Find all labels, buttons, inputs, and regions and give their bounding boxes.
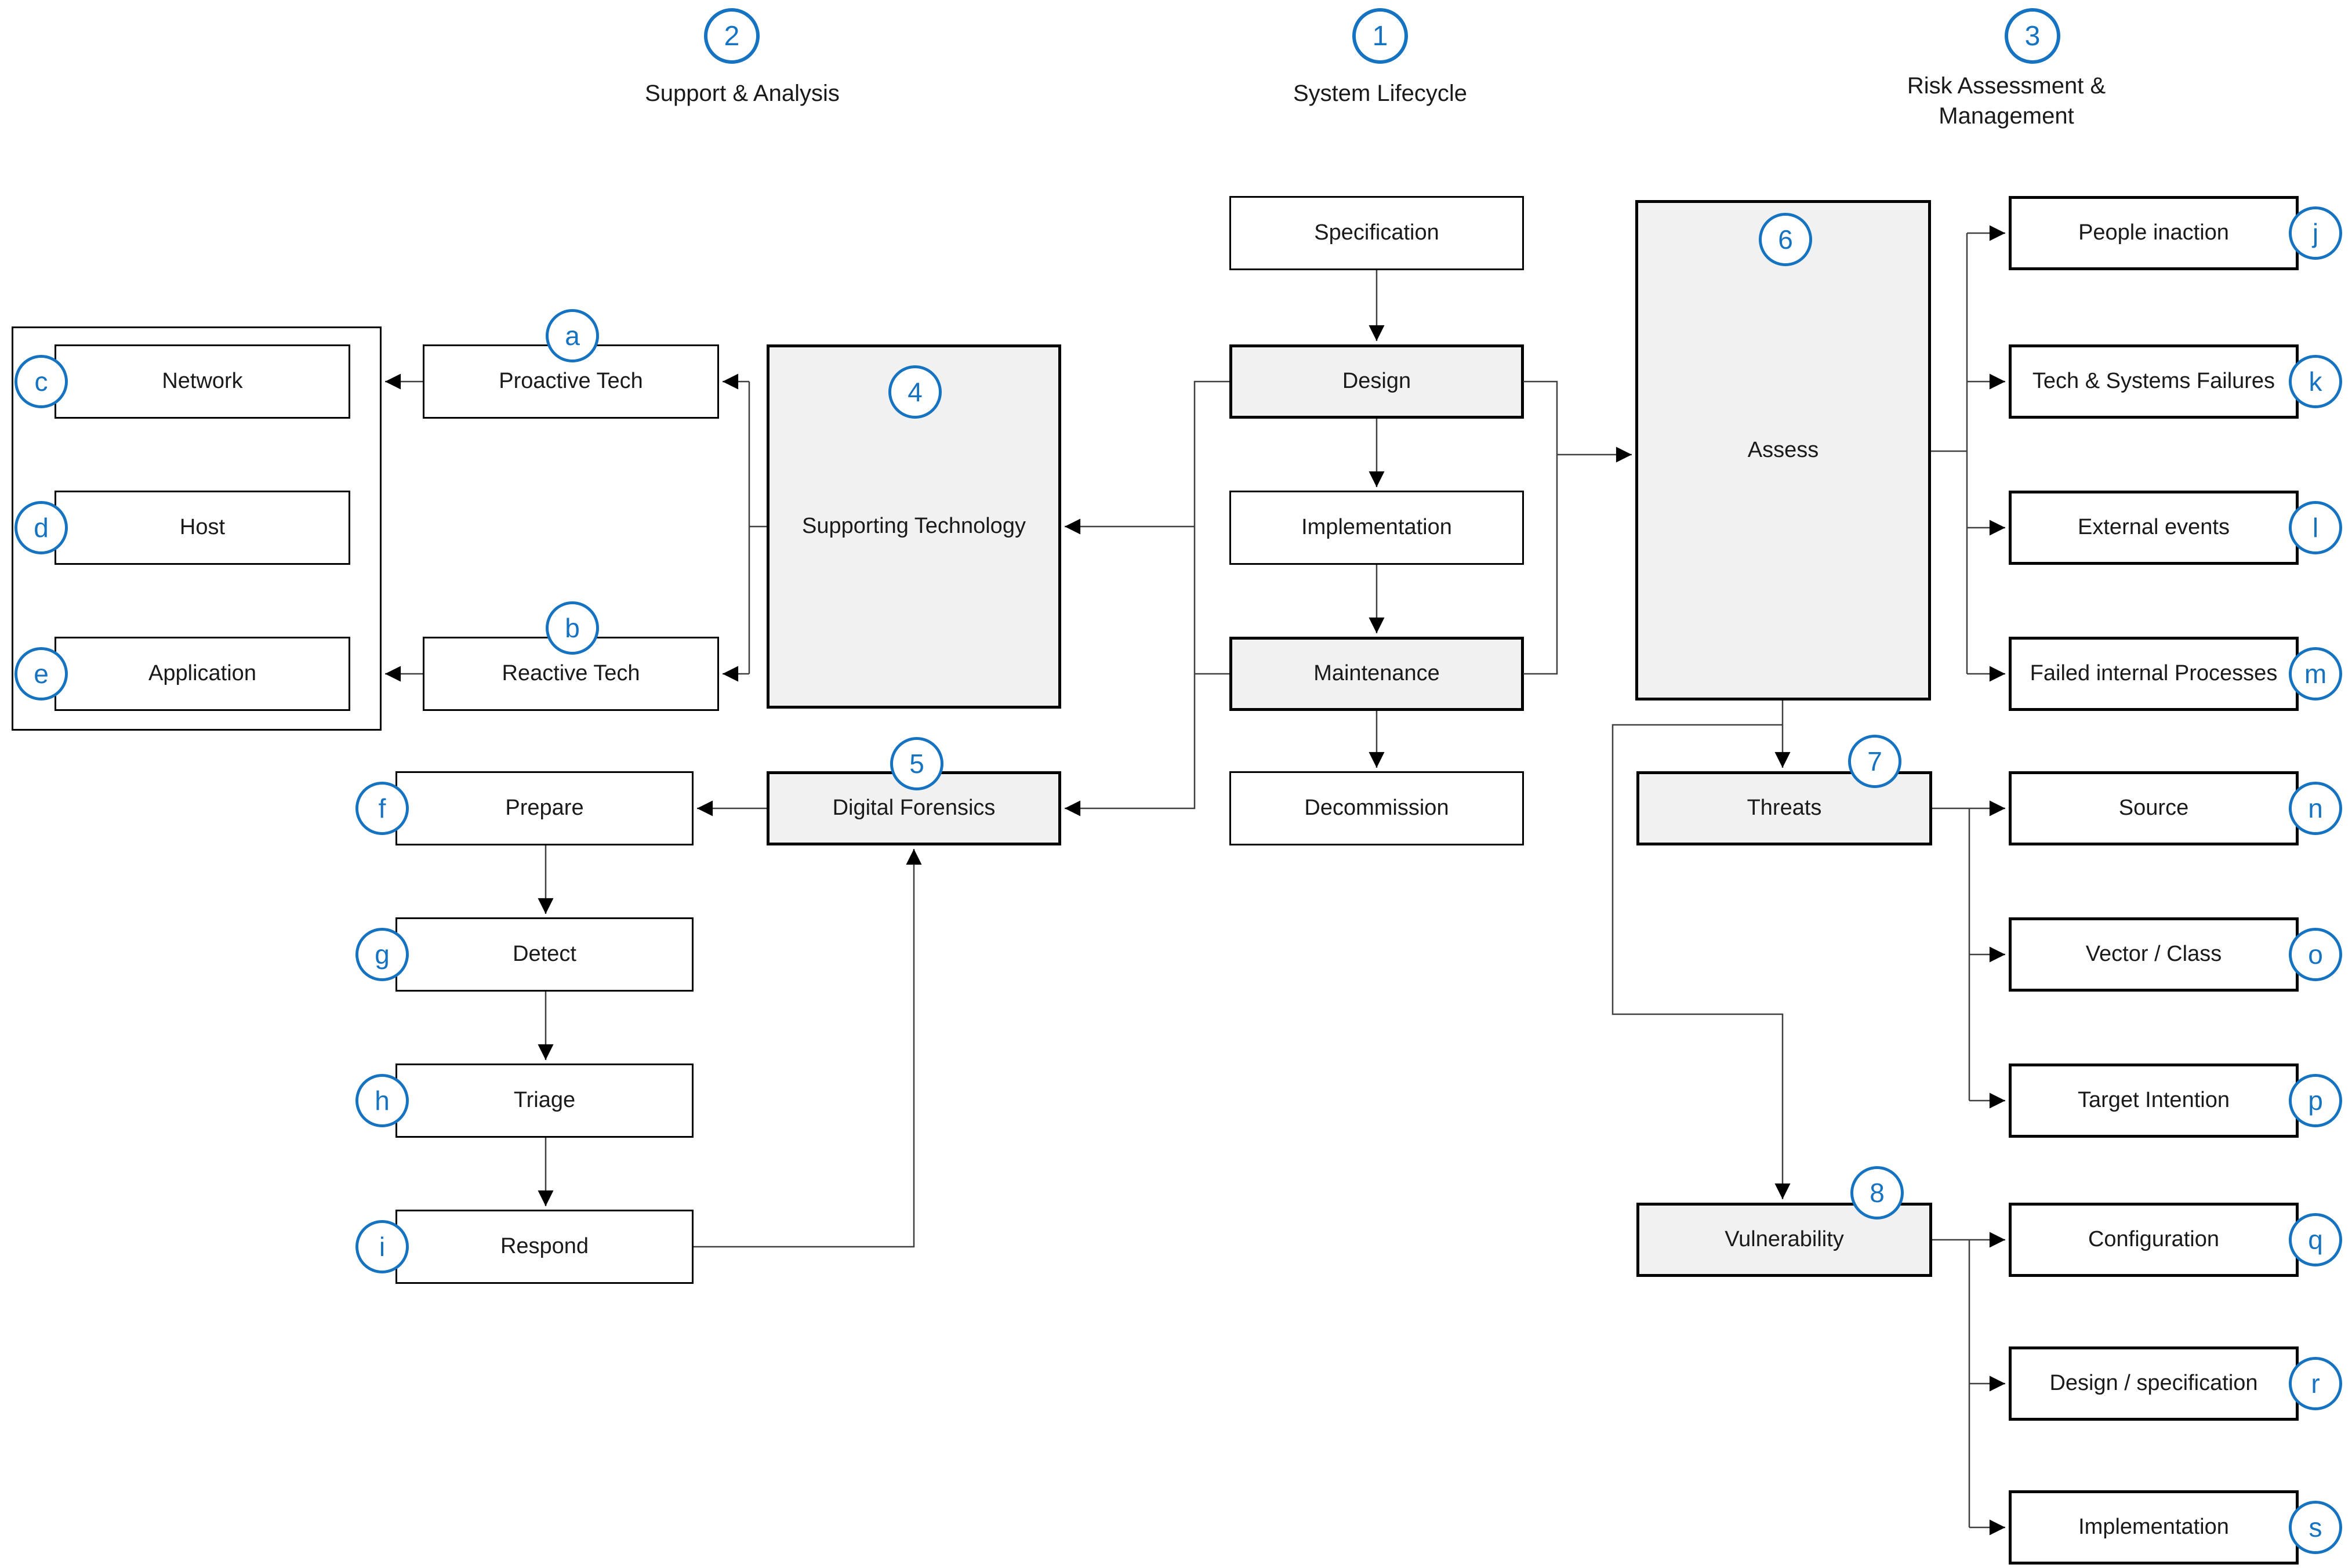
badge-8: 8	[1850, 1166, 1904, 1219]
node-digital-forensics: Digital Forensics 5	[767, 737, 1061, 845]
badge-i: i	[355, 1220, 409, 1273]
node-target-intention: Target Intention p	[2009, 1064, 2342, 1138]
node-label: Detect	[513, 942, 576, 967]
numbered-circle-1: 1	[1352, 8, 1408, 64]
node-label: Source	[2118, 796, 2189, 821]
node-label: External events	[2078, 515, 2230, 540]
node-respond: Respond i	[355, 1210, 694, 1284]
node-label: Respond	[500, 1234, 589, 1259]
badge-4: 4	[888, 365, 942, 419]
node-label: Prepare	[505, 796, 584, 821]
badge-r: r	[2289, 1357, 2342, 1410]
badge-f: f	[355, 782, 409, 835]
node-label: Application	[148, 661, 256, 686]
node-label: Maintenance	[1313, 661, 1440, 686]
node-label: Threats	[1747, 796, 1822, 821]
badge-7: 7	[1848, 735, 1901, 788]
badge-g: g	[355, 928, 409, 981]
node-label: Failed internal Processes	[2030, 661, 2278, 686]
node-vulnerability: Vulnerability 8	[1636, 1166, 1932, 1277]
node-label: Assess	[1747, 437, 1819, 462]
node-label: People inaction	[2078, 220, 2229, 245]
node-decommission: Decommission	[1229, 771, 1524, 845]
badge-s: s	[2289, 1501, 2342, 1554]
badge-n: n	[2289, 782, 2342, 835]
node-people-inaction: People inaction j	[2009, 196, 2342, 270]
badge-l: l	[2289, 501, 2342, 554]
node-design: Design	[1229, 344, 1524, 419]
badge-o: o	[2289, 928, 2342, 981]
node-threats: Threats 7	[1636, 735, 1932, 845]
node-label: Specification	[1314, 220, 1439, 245]
node-supporting-technology: Supporting Technology 4	[767, 344, 1061, 709]
badge-a: a	[546, 309, 599, 362]
header-label: System Lifecycle	[1293, 81, 1468, 106]
node-label: Triage	[513, 1088, 576, 1113]
circle-number: 1	[1372, 20, 1388, 52]
node-detect: Detect g	[355, 917, 694, 992]
badge-6: 6	[1759, 213, 1812, 266]
node-label: Implementation	[2078, 1515, 2229, 1540]
node-label: Network	[162, 369, 243, 394]
badge-p: p	[2289, 1074, 2342, 1127]
node-label: Design	[1342, 369, 1411, 394]
node-network: Network c	[14, 344, 350, 419]
numbered-circle-2: 2	[704, 8, 760, 64]
node-tech-systems-failures: Tech & Systems Failures k	[2009, 344, 2342, 419]
badge-d: d	[14, 501, 68, 554]
badge-j: j	[2289, 206, 2342, 260]
node-label: Implementation	[1301, 515, 1452, 540]
node-label: Reactive Tech	[502, 661, 640, 686]
node-label: Decommission	[1304, 796, 1449, 821]
node-assess: Assess 6	[1635, 200, 1931, 700]
node-failed-internal-processes: Failed internal Processes m	[2009, 637, 2342, 711]
node-external-events: External events l	[2009, 491, 2342, 565]
circle-number: 2	[724, 20, 740, 52]
node-label: Proactive Tech	[499, 369, 643, 394]
node-label: Host	[179, 515, 226, 540]
badge-q: q	[2289, 1213, 2342, 1266]
node-specification: Specification	[1229, 196, 1524, 270]
node-label: Vulnerability	[1725, 1227, 1844, 1252]
node-label: Tech & Systems Failures	[2032, 369, 2275, 394]
node-label: Vector / Class	[2085, 942, 2222, 967]
node-source: Source n	[2009, 771, 2342, 845]
badge-c: c	[14, 355, 68, 408]
node-label: Supporting Technology	[802, 514, 1026, 539]
node-configuration: Configuration q	[2009, 1203, 2342, 1277]
badge-5: 5	[890, 737, 943, 790]
node-application: Application e	[14, 637, 350, 711]
circle-number: 3	[2024, 20, 2041, 52]
node-maintenance: Maintenance	[1229, 637, 1524, 711]
badge-k: k	[2289, 355, 2342, 408]
node-prepare: Prepare f	[355, 771, 694, 845]
node-host: Host d	[14, 491, 350, 565]
header-label: Risk Assessment & Management	[1907, 73, 2106, 129]
numbered-circle-3: 3	[2005, 8, 2060, 64]
badge-m: m	[2289, 647, 2342, 700]
badge-h: h	[355, 1074, 409, 1127]
node-implementation-vulnerability: Implementation s	[2009, 1490, 2342, 1565]
node-label: Design / specification	[2049, 1371, 2258, 1396]
node-implementation: Implementation	[1229, 491, 1524, 565]
node-triage: Triage h	[355, 1064, 694, 1138]
node-label: Configuration	[2088, 1227, 2220, 1252]
node-vector-class: Vector / Class o	[2009, 917, 2342, 992]
header-label: Support & Analysis	[645, 81, 840, 106]
badge-e: e	[14, 647, 68, 700]
node-label: Target Intention	[2078, 1088, 2230, 1113]
node-reactive-tech: Reactive Tech b	[423, 601, 719, 711]
node-proactive-tech: Proactive Tech a	[423, 309, 719, 419]
badge-b: b	[546, 601, 599, 655]
node-design-specification: Design / specification r	[2009, 1346, 2342, 1421]
node-label: Digital Forensics	[832, 796, 996, 821]
